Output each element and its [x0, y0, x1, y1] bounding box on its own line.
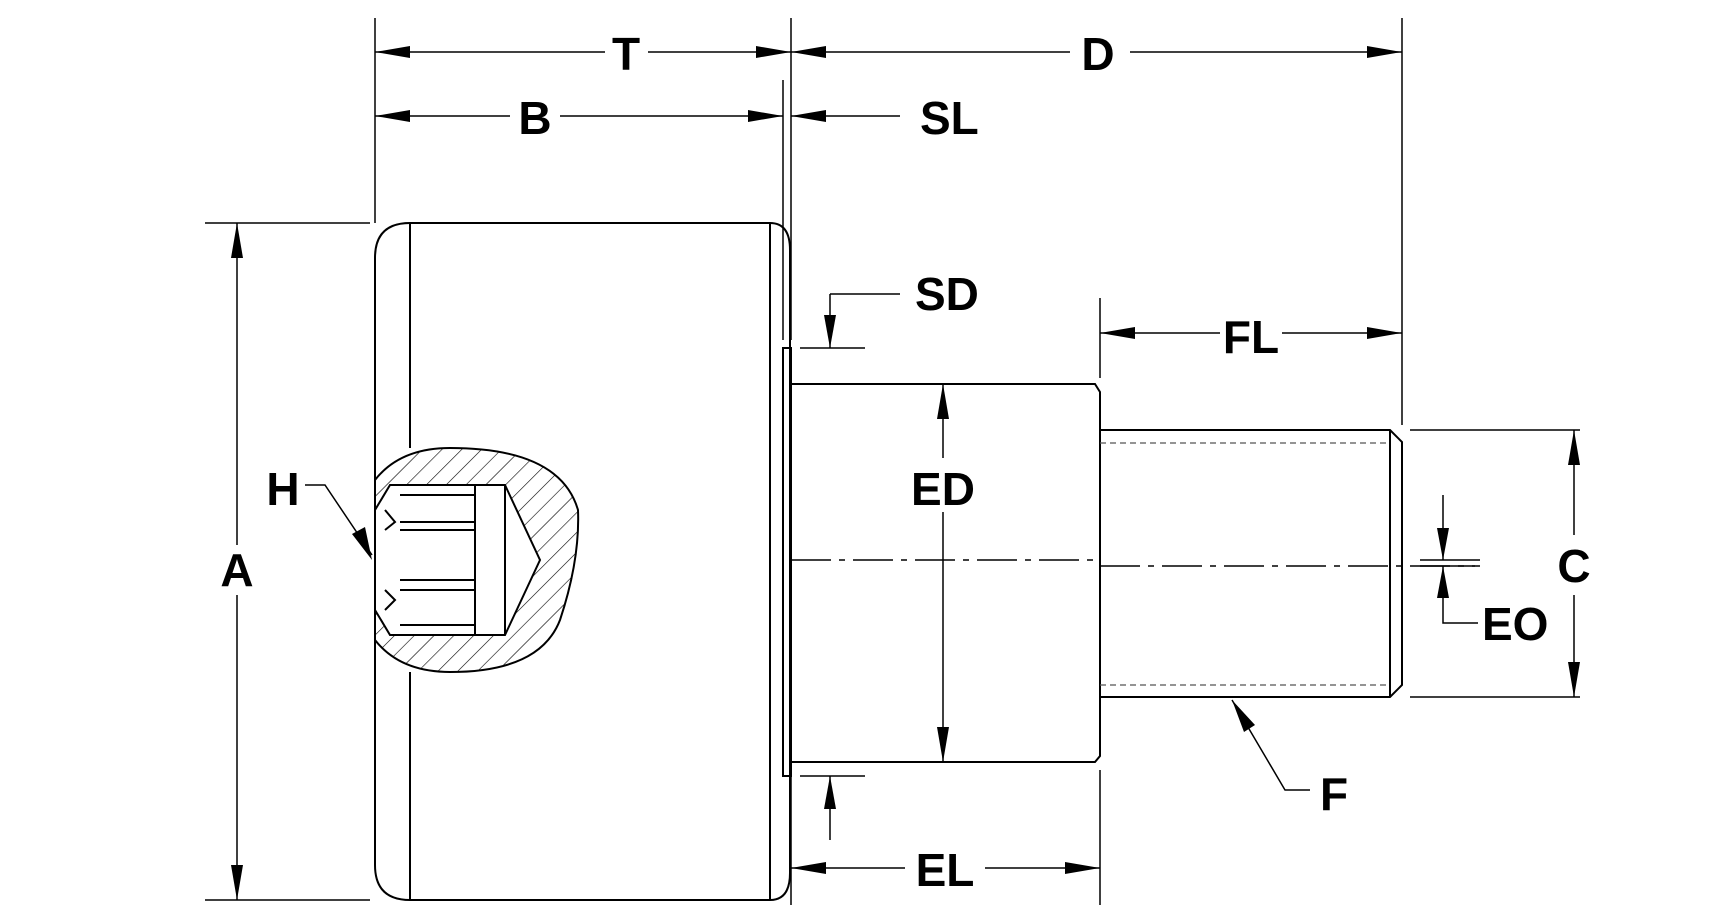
label-F: F [1320, 768, 1348, 820]
dimension-B: B [375, 92, 783, 144]
dimension-D: D [791, 28, 1402, 80]
roller-body [374, 222, 791, 901]
dimension-F: F [1231, 699, 1348, 820]
dimension-EO: EO [1437, 495, 1548, 650]
dimension-ED: ED [911, 384, 975, 762]
dimension-C: C [1557, 430, 1591, 697]
label-H: H [266, 463, 299, 515]
label-SD: SD [915, 268, 979, 320]
label-FL: FL [1223, 311, 1279, 363]
label-C: C [1557, 540, 1590, 592]
label-SL: SL [920, 92, 979, 144]
dimension-SD: SD [824, 268, 979, 840]
threaded-shank [1100, 429, 1475, 698]
label-T: T [612, 28, 640, 80]
label-D: D [1081, 28, 1114, 80]
label-B: B [518, 92, 551, 144]
dimension-A: A [220, 223, 254, 900]
dimension-H: H [266, 463, 373, 560]
label-EO: EO [1482, 598, 1548, 650]
dimension-SL: SL [791, 92, 979, 144]
eccentric-stud [791, 383, 1101, 763]
seal-washer [782, 347, 792, 777]
hex-socket-cutaway [374, 446, 580, 674]
dimension-EL: EL [791, 844, 1100, 896]
label-A: A [220, 544, 253, 596]
label-ED: ED [911, 463, 975, 515]
label-EL: EL [916, 844, 975, 896]
dimension-T: T [375, 28, 791, 80]
extension-lines [205, 18, 1580, 905]
dimension-FL: FL [1100, 311, 1402, 363]
